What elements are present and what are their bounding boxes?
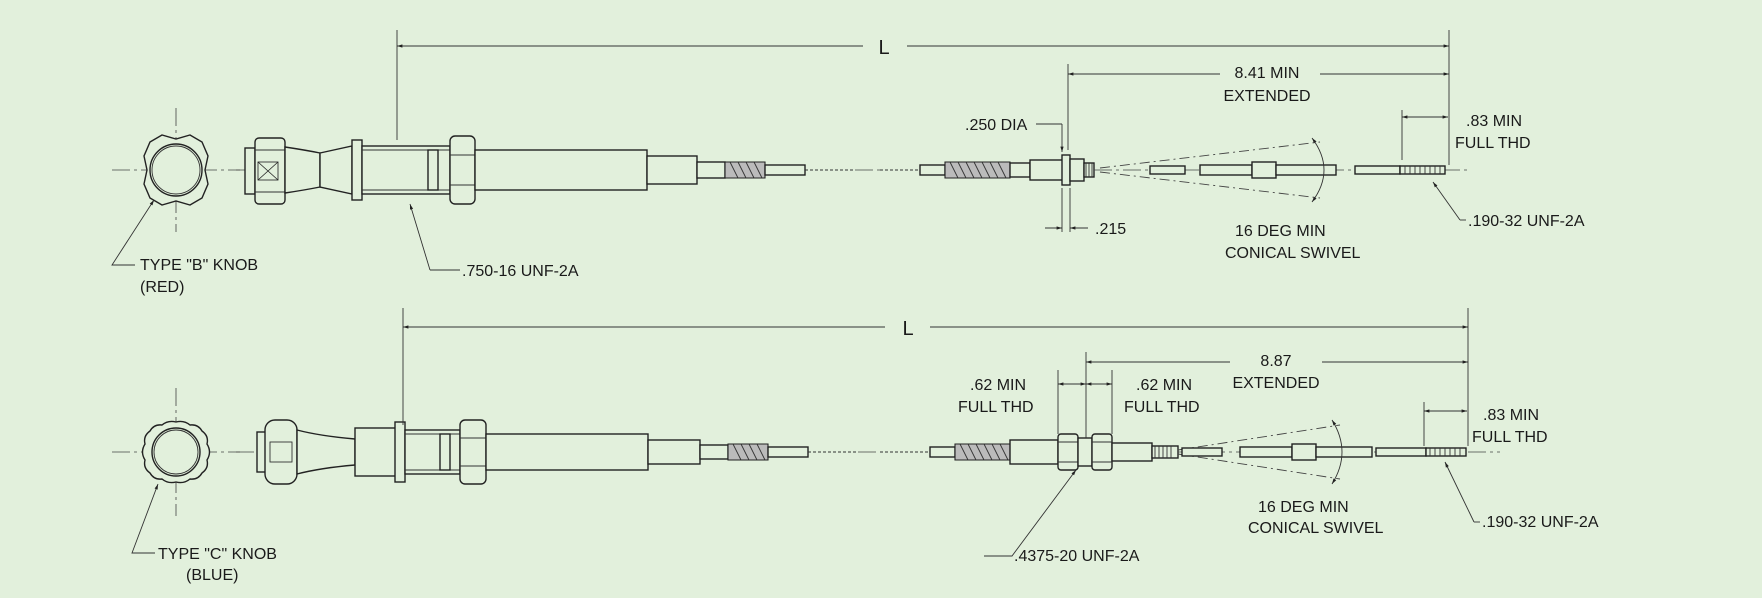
bottom-labels: L 8.87 EXTENDED .62 MIN FULL THD .62 MIN… [158, 318, 1599, 584]
top-labels: L 8.41 MIN EXTENDED .250 DIA .83 MIN FUL… [140, 37, 1585, 296]
top-extended-label: EXTENDED [1223, 88, 1310, 105]
top-knob-type: TYPE "B" KNOB [140, 257, 258, 274]
bottom-knob-side-view [236, 419, 729, 485]
top-thd-min-value: .83 MIN [1466, 113, 1522, 130]
top-swivel-rod [1094, 137, 1470, 203]
bottom-end-thd-value: .83 MIN [1483, 407, 1539, 424]
top-knob-side-view [236, 135, 726, 205]
bottom-rod-thread: .190-32 UNF-2A [1482, 514, 1599, 531]
bottom-cable-right [880, 433, 1179, 471]
top-length-label: L [878, 37, 889, 59]
top-rod-thread: .190-32 UNF-2A [1468, 213, 1585, 230]
top-dia-label: .250 DIA [965, 117, 1028, 134]
bottom-nut-thread: .4375-20 UNF-2A [1014, 548, 1140, 565]
bottom-length-label: L [902, 318, 913, 340]
bottom-swivel-rod [1177, 419, 1500, 485]
top-small-dim: .215 [1095, 221, 1126, 238]
bottom-cable-left [727, 443, 880, 461]
top-cable-right [880, 154, 1095, 186]
bottom-dimensions [131, 308, 1480, 557]
bottom-swivel-label: CONICAL SWIVEL [1248, 520, 1384, 537]
bottom-left-thd-value: .62 MIN [970, 377, 1026, 394]
bottom-knob-type: TYPE "C" KNOB [158, 546, 277, 563]
top-dimensions [111, 30, 1466, 271]
bottom-swivel-angle: 16 DEG MIN [1258, 499, 1349, 516]
top-assembly: L 8.41 MIN EXTENDED .250 DIA .83 MIN FUL… [111, 30, 1585, 296]
bottom-end-thd-label: FULL THD [1472, 429, 1548, 446]
top-knob-color: (RED) [140, 279, 184, 296]
bottom-extended-label: EXTENDED [1232, 375, 1319, 392]
top-extended-value: 8.41 MIN [1235, 65, 1300, 82]
bottom-left-thd-label: FULL THD [958, 399, 1034, 416]
top-knob-end-view [112, 108, 240, 232]
bottom-assembly: L 8.87 EXTENDED .62 MIN FULL THD .62 MIN… [112, 308, 1599, 584]
bottom-extended-value: 8.87 [1260, 353, 1291, 370]
top-swivel-angle: 16 DEG MIN [1235, 223, 1326, 240]
bottom-knob-color: (BLUE) [186, 567, 238, 584]
top-bushing-thread: .750-16 UNF-2A [462, 263, 579, 280]
top-cable-left [724, 161, 880, 179]
bottom-knob-end-view [112, 388, 240, 516]
bottom-right-thd-value: .62 MIN [1136, 377, 1192, 394]
bottom-right-thd-label: FULL THD [1124, 399, 1200, 416]
top-swivel-label: CONICAL SWIVEL [1225, 245, 1361, 262]
top-thd-min-label: FULL THD [1455, 135, 1531, 152]
